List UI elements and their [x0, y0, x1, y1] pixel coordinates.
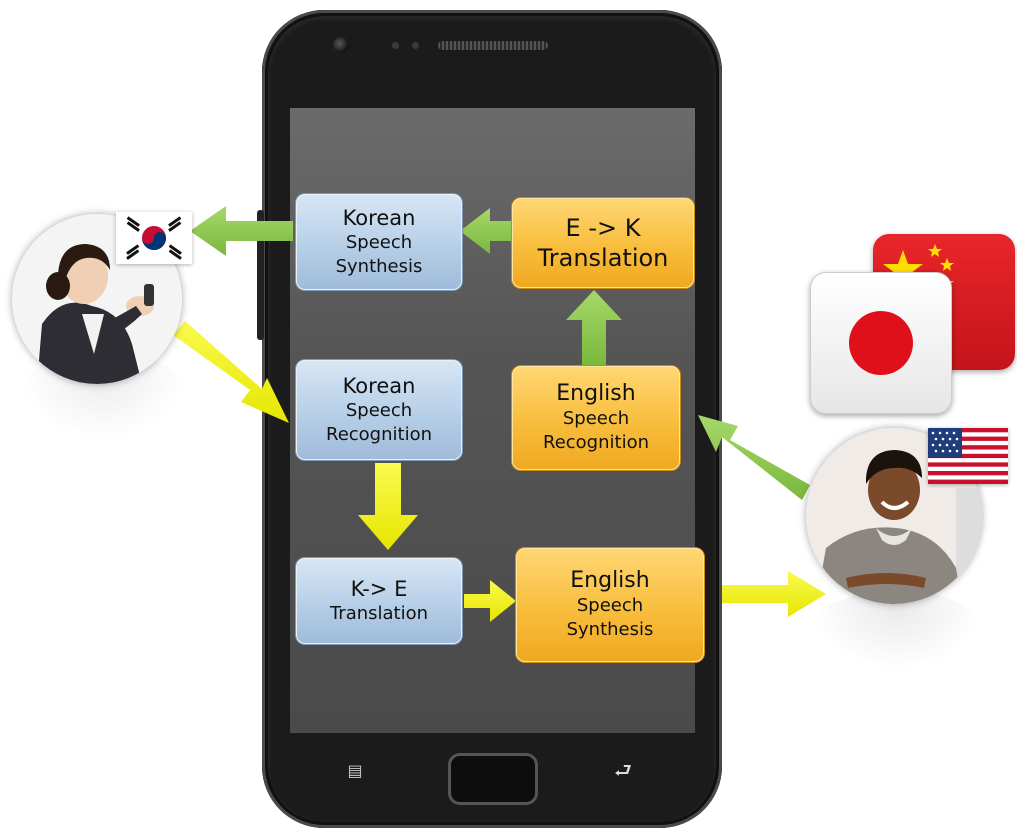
box-subtitle: Synthesis	[335, 256, 423, 277]
ke-translation-box: K-> E Translation	[296, 558, 462, 644]
home-button[interactable]	[448, 753, 538, 805]
box-subtitle: Speech	[562, 408, 630, 429]
box-title: English	[556, 381, 636, 406]
businesswoman-illustration	[12, 214, 182, 384]
box-title: English	[570, 568, 650, 593]
box-subtitle: Speech	[576, 595, 644, 616]
japan-flag-icon	[810, 272, 952, 414]
arrow-to-american-user	[722, 571, 826, 617]
arrow-korean-recognition-to-ke	[358, 463, 418, 550]
box-subtitle: Speech	[345, 232, 413, 253]
box-subtitle: Translation	[329, 603, 429, 624]
box-title: E -> K	[565, 214, 641, 242]
box-subtitle: Speech	[345, 400, 413, 421]
sensor-dot	[392, 42, 399, 49]
korean-speech-synthesis-box: Korean Speech Synthesis	[296, 194, 462, 290]
box-title: Korean	[342, 374, 416, 398]
english-speech-recognition-box: English Speech Recognition	[512, 366, 680, 470]
ek-translation-box: E -> K Translation	[512, 198, 694, 288]
arrow-korean-user-to-korean-recognition	[173, 321, 289, 423]
sensor-dot	[412, 42, 419, 49]
arrow-english-recognition-to-ek	[566, 290, 622, 365]
arrow-to-korean-user	[190, 206, 293, 256]
box-title: Korean	[342, 206, 416, 230]
box-subtitle: Recognition	[326, 424, 432, 445]
phone-side-button	[257, 210, 264, 340]
box-title: Translation	[537, 244, 669, 272]
man-illustration	[806, 428, 982, 604]
back-icon[interactable]: ⮐	[614, 758, 632, 782]
arrow-ek-to-korean-synthesis	[460, 208, 512, 254]
korea-flag-icon	[116, 212, 192, 264]
front-camera-icon	[333, 37, 349, 53]
arrow-ke-to-english-synthesis	[464, 580, 516, 622]
box-subtitle: Recognition	[543, 432, 649, 453]
box-title: K-> E	[350, 577, 408, 601]
menu-icon[interactable]: ▤	[347, 761, 363, 780]
usa-flag-icon	[928, 428, 1008, 484]
box-subtitle: Synthesis	[566, 619, 654, 640]
arrow-american-user-to-english-recognition	[698, 415, 810, 500]
korean-speech-recognition-box: Korean Speech Recognition	[296, 360, 462, 460]
earpiece-speaker	[438, 41, 548, 50]
american-user-avatar	[806, 428, 982, 604]
english-speech-synthesis-box: English Speech Synthesis	[516, 548, 704, 662]
